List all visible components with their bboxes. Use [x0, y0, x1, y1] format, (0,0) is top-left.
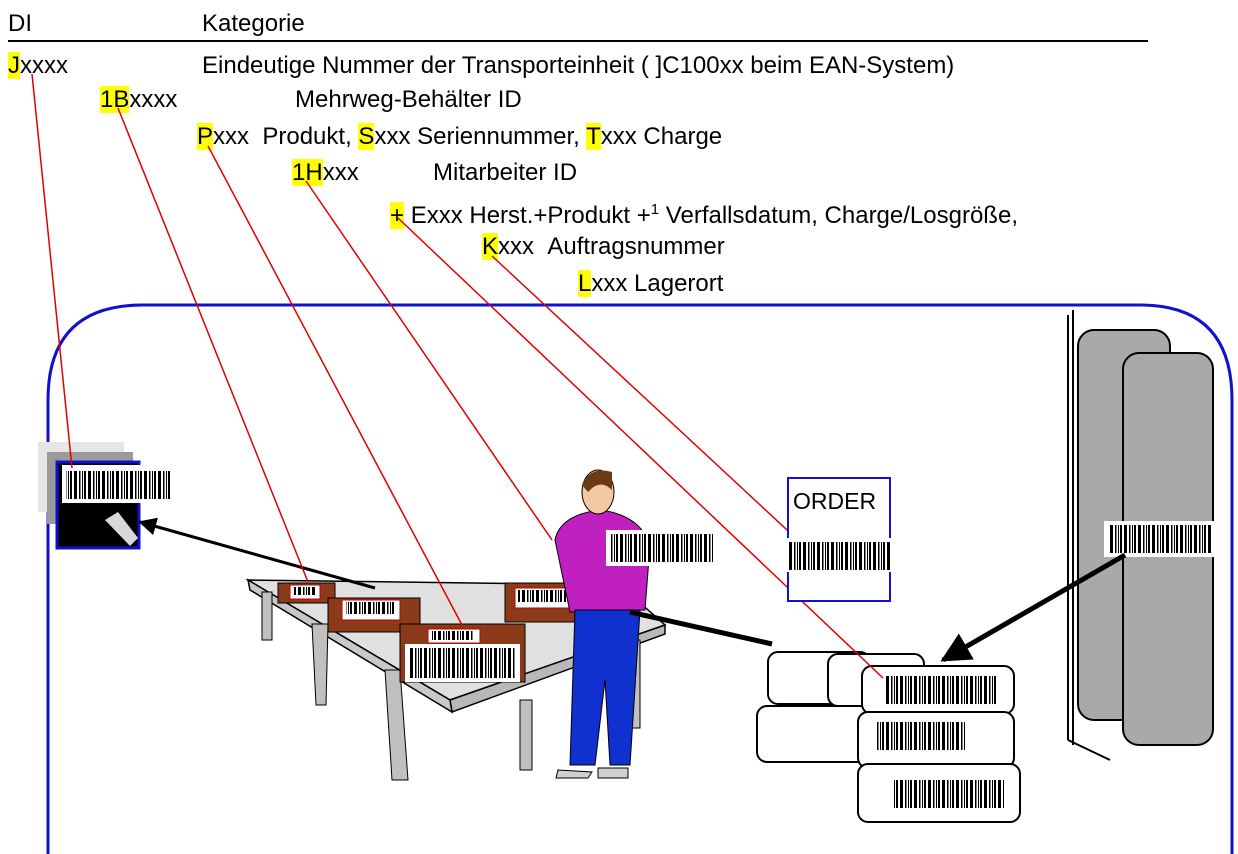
barcode-transport [62, 465, 174, 503]
row-plus-desc2: Verfallsdatum, Charge/Losgröße, [665, 202, 1018, 229]
header-di: DI [8, 10, 32, 37]
barcode-worker [606, 530, 718, 566]
di-1h: 1H [292, 159, 323, 186]
di-l: L [578, 270, 592, 297]
header-rule [8, 40, 1148, 42]
row-l: Lxxx Lagerort [578, 270, 723, 298]
di-1b: 1B [100, 86, 130, 113]
arrow-to-transport [138, 517, 376, 590]
order-barcode-overlay [785, 538, 895, 572]
leader-1b [117, 107, 309, 583]
leader-1h [305, 180, 553, 541]
leader-j [31, 73, 73, 469]
row-t-desc: xxx Charge [600, 123, 723, 150]
leader-k [491, 255, 801, 543]
barcode-rack [1104, 521, 1216, 557]
arrow-from-rack [940, 552, 1127, 663]
di-k: K [482, 233, 499, 260]
barcode-crate-1 [884, 676, 996, 704]
di-s: S [358, 123, 375, 150]
di-l-rest: xxx Lagerort [591, 270, 724, 297]
leader-lines [31, 73, 884, 679]
di-p: P [197, 123, 214, 150]
row-plus-desc: Exxx Herst.+Produkt + [410, 202, 651, 229]
row-p-desc: Produkt, [262, 123, 352, 150]
di-k-rest: xxx [498, 233, 535, 260]
di-j-rest: xxxx [20, 52, 68, 79]
row-j-code: Jxxxx [8, 52, 68, 80]
barcode-crate-2 [876, 722, 966, 750]
di-plus: + [390, 202, 405, 229]
row-plus-sup: 1 [650, 201, 660, 218]
box-1 [277, 582, 336, 604]
worker [554, 469, 651, 779]
row-j-desc: Eindeutige Nummer der Transporteinheit (… [202, 52, 955, 79]
row-h-code: 1Hxxx [292, 159, 359, 187]
row-plus: + Exxx Herst.+Produkt +1 Verfallsdatum, … [390, 196, 1018, 230]
di-j: J [8, 52, 20, 79]
di-p-rest: xxx [213, 123, 250, 150]
row-k: Kxxx Auftragsnummer [482, 233, 725, 261]
arrow-to-crates [629, 609, 773, 647]
di-1b-rest: xxxx [129, 86, 178, 113]
row-s-desc: xxx Seriennummer, [374, 123, 580, 150]
row-p: Pxxx Produkt, Sxxx Seriennummer, Txxx Ch… [197, 123, 722, 151]
di-t: T [586, 123, 601, 150]
di-1h-rest: xxx [322, 159, 359, 186]
leader-p [207, 145, 463, 626]
order-label: ORDER [793, 488, 877, 514]
barcode-crate-3 [894, 780, 1004, 808]
box-3 [504, 582, 576, 623]
row-k-desc: Auftragsnummer [547, 233, 725, 260]
header-kategorie: Kategorie [202, 10, 305, 37]
row-b-code: 1Bxxxx [100, 86, 177, 114]
box-4 [399, 623, 526, 683]
row-h-desc: Mitarbeiter ID [433, 159, 578, 186]
scene-frame [46, 303, 1234, 854]
row-b-desc: Mehrweg-Behälter ID [295, 86, 522, 113]
